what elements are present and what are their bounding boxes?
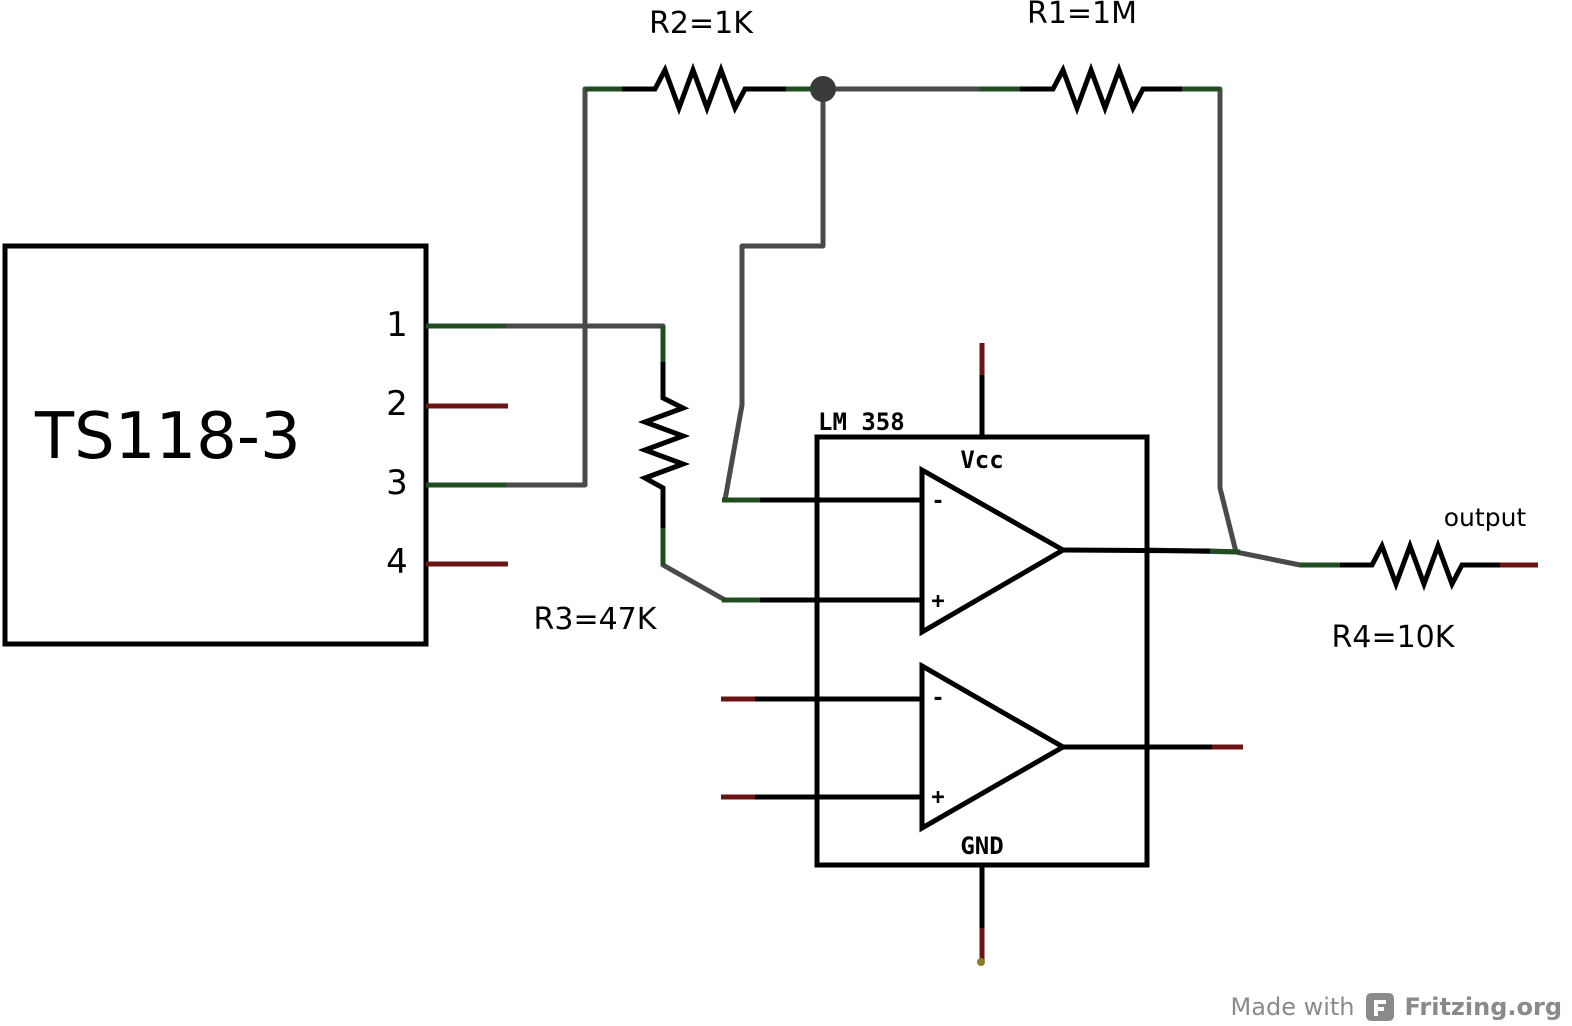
sensor-pin-1-label: 1	[386, 305, 408, 345]
wire-r1-feedback[interactable]	[1177, 86, 1239, 555]
r3-label: R3=47K	[534, 602, 658, 637]
sensor-body	[2, 243, 429, 647]
amplifier-a-plus-sign: +	[931, 589, 944, 614]
fritzing-logo-icon	[1365, 993, 1394, 1021]
ts118-sensor: TS118-3 1 2 3 4	[2, 243, 508, 647]
amplifier-a-output[interactable]	[1062, 547, 1211, 554]
resistor-r4[interactable]: R4=10K output	[1332, 503, 1538, 655]
resistor-r3[interactable]: R3=47K	[534, 362, 691, 637]
resistor-r1[interactable]: R1=1M	[1020, 0, 1182, 116]
amplifier-b-triangle	[919, 661, 1069, 833]
junction-node	[810, 76, 836, 102]
r3-zigzag	[637, 362, 691, 528]
sensor-pin-3-label: 3	[386, 463, 408, 503]
credit-prefix: Made with	[1230, 993, 1355, 1021]
gnd-label: GND	[960, 832, 1003, 860]
lm358-opamp[interactable]: LM 358 Vcc GND - + - +	[721, 343, 1243, 966]
resistor-r2[interactable]: R2=1K	[622, 6, 786, 116]
fritzing-credit[interactable]: Made with Fritzing.org	[1231, 992, 1562, 1022]
r1-label: R1=1M	[1027, 0, 1137, 31]
sensor-name: TS118-3	[34, 400, 301, 474]
r4-label: R4=10K	[1332, 620, 1456, 655]
wire-node-to-inverting-input[interactable]	[722, 86, 826, 503]
amplifier-b-plus-sign: +	[931, 785, 944, 810]
amplifier-a-triangle	[919, 465, 1069, 637]
sensor-pin-2-label: 2	[386, 384, 408, 424]
gnd-pin-dot	[977, 958, 985, 966]
wire-r3-to-noninverting-input[interactable]	[660, 525, 823, 603]
credit-brand: Fritzing.org	[1404, 993, 1562, 1021]
lm358-label: LM 358	[818, 408, 905, 436]
amplifier-a-minus-sign: -	[931, 489, 944, 514]
opamp-output-lead-end	[1209, 548, 1241, 555]
r2-zigzag	[622, 62, 786, 116]
r4-zigzag	[1340, 538, 1500, 592]
vcc-label: Vcc	[960, 446, 1003, 474]
r2-label: R2=1K	[649, 6, 754, 41]
output-label: output	[1444, 503, 1527, 532]
sensor-pin-4-label: 4	[386, 542, 408, 582]
r1-zigzag	[1020, 62, 1182, 116]
amplifier-b-minus-sign: -	[931, 686, 944, 711]
wire-pin3-to-r2[interactable]	[505, 86, 626, 488]
